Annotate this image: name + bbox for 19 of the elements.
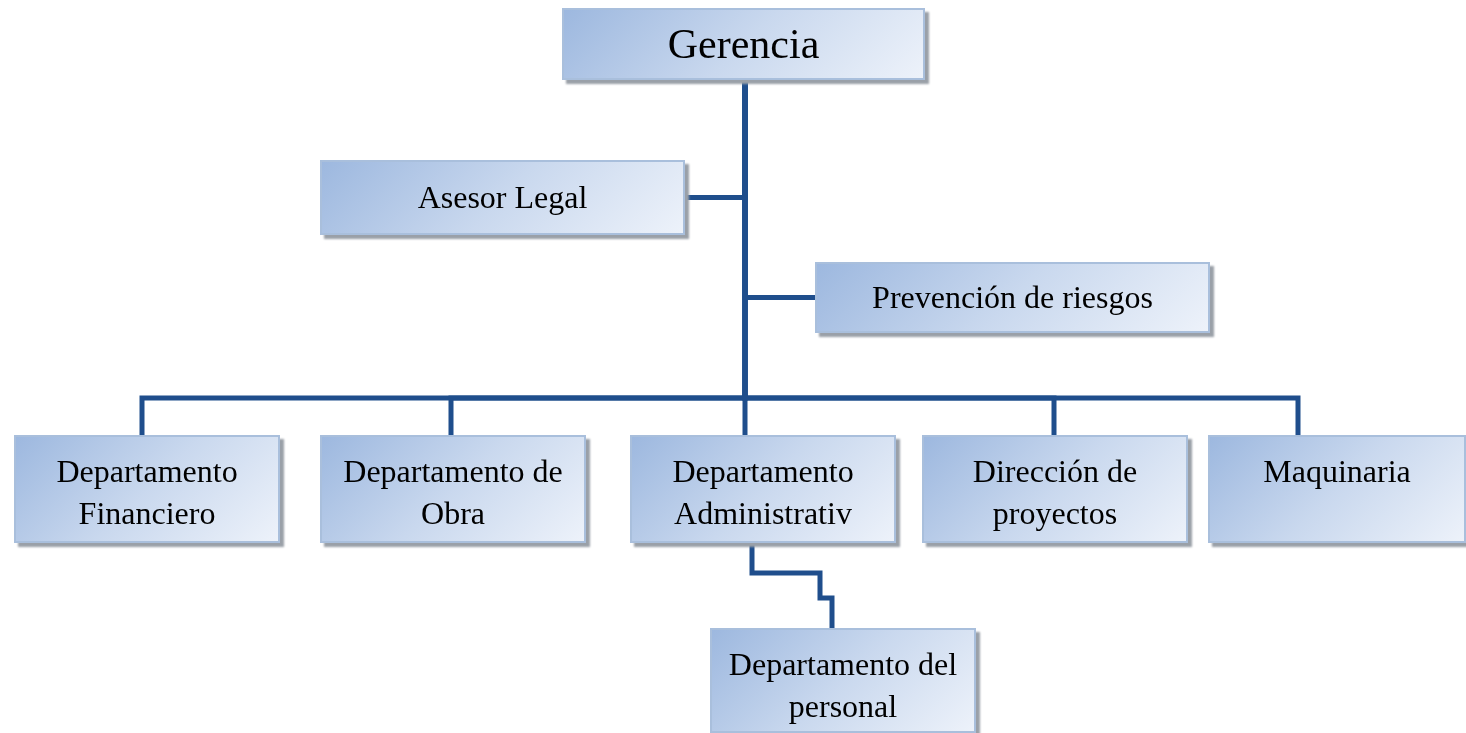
box-label: Dirección de proyectos: [971, 452, 1139, 533]
box-label: Prevención de riesgos: [872, 277, 1153, 317]
org-box: [320, 160, 685, 235]
connector-line: [749, 543, 835, 628]
box-label: Departamento de Obra: [342, 452, 564, 533]
org-box: [710, 628, 976, 733]
box-label: Asesor Legal: [417, 177, 588, 217]
box-label: Gerencia: [667, 19, 820, 69]
org-box: [815, 262, 1210, 333]
org-box: [922, 435, 1188, 543]
org-box: [562, 8, 925, 80]
org-box: [320, 435, 586, 543]
org-box: [1208, 435, 1466, 543]
org-box: [630, 435, 896, 543]
box-label: Departamento del personal: [727, 645, 959, 726]
org-box: [14, 435, 280, 543]
box-label: Departamento Administrativ: [671, 452, 855, 533]
box-label: Departamento Financiero: [55, 452, 239, 533]
box-label: Maquinaria: [1263, 452, 1411, 491]
